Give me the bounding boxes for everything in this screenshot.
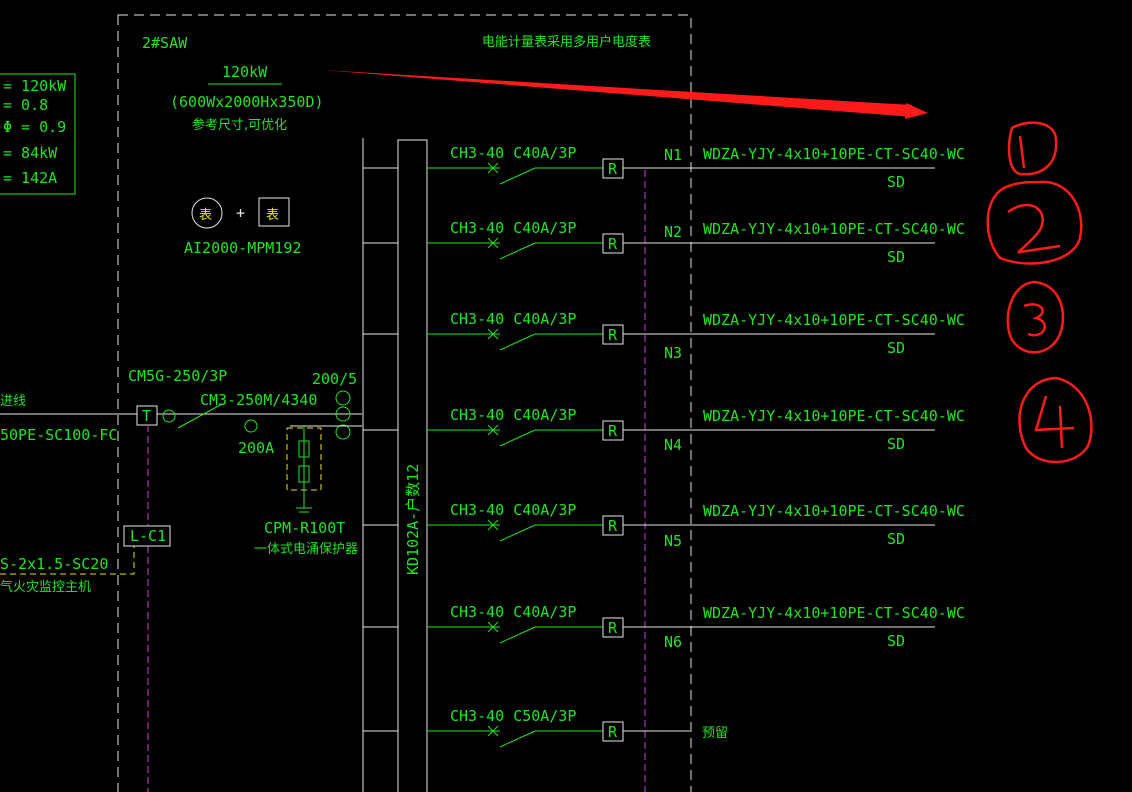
breaker-current: 200A (238, 439, 274, 457)
markup-arrowhead-icon (905, 103, 928, 119)
circuit-breaker-model: CH3-40 C50A/3P (450, 707, 576, 725)
calc-line-1: = 120kW (3, 77, 67, 95)
annotation-1 (1007, 121, 1058, 176)
breaker-blade (499, 167, 536, 185)
circuit-lay: SD (887, 339, 905, 357)
breaker-blade (499, 730, 536, 748)
calc-line-2: = 0.8 (3, 96, 48, 114)
circuit-breaker-model: CH3-40 C40A/3P (450, 310, 576, 328)
annotation-2 (986, 180, 1083, 265)
circuit-cable: WDZA-YJY-4x10+10PE-CT-SC40-WC (703, 502, 965, 520)
circuit-breaker-model: CH3-40 C40A/3P (450, 219, 576, 237)
panel-border (117, 14, 692, 792)
ct-icon-3 (335, 424, 351, 440)
circuit-cable: WDZA-YJY-4x10+10PE-CT-SC40-WC (703, 220, 965, 238)
circuit-cable: WDZA-YJY-4x10+10PE-CT-SC40-WC (703, 311, 965, 329)
meter-circle-icon (191, 197, 223, 229)
busbar-label: KD102A-户数12 (404, 464, 422, 575)
t-box (136, 405, 158, 426)
meter-glyph-1: 表 (199, 208, 212, 223)
annotation-4 (1018, 376, 1093, 464)
meter-note: 电能计量表采用多用户电度表 (482, 34, 651, 50)
r-box-label: R (608, 517, 618, 535)
markup-arrow (322, 70, 912, 117)
circuit-breaker-model: CH3-40 C40A/3P (450, 144, 576, 162)
circuit-id: N5 (664, 532, 682, 550)
spd-fuse-icon (298, 440, 310, 458)
circuit-id: N4 (664, 436, 682, 454)
lc-box (123, 525, 171, 547)
spd-note: 一体式电涌保护器 (254, 542, 358, 557)
spd-arrester-icon (298, 465, 310, 483)
r-box-label: R (608, 422, 618, 440)
calc-line-5: = 142A (3, 169, 57, 187)
busbar (397, 139, 428, 792)
circuit-lay: SD (887, 248, 905, 266)
load-calc-box (0, 73, 76, 195)
fire-cable: S-2x1.5-SC20 (0, 555, 108, 573)
ct-icon-1 (335, 390, 351, 406)
t-box-label: T (142, 407, 151, 425)
circuit-cable: WDZA-YJY-4x10+10PE-CT-SC40-WC (703, 604, 965, 622)
circuit-lay: SD (887, 632, 905, 650)
fire-note: 气火灾监控主机 (0, 579, 91, 595)
panel-size: (600Wx2000Hx350D) (170, 93, 324, 111)
main-breaker-model: CM5G-250/3P (128, 367, 227, 385)
ct-icon-2 (335, 406, 351, 422)
circuit-breaker-model: CH3-40 C40A/3P (450, 406, 576, 424)
circuit-lay: SD (887, 530, 905, 548)
incoming-cable: 50PE-SC100-FC (0, 426, 117, 444)
contact-icon (162, 409, 176, 423)
circuit-id: N3 (664, 344, 682, 362)
breaker-blade (499, 333, 536, 351)
breaker-blade (499, 626, 536, 644)
r-box-label: R (608, 160, 618, 178)
r-box-label: R (608, 235, 618, 253)
meter-plus: + (236, 204, 245, 222)
circuit-breaker-model: CH3-40 C40A/3P (450, 603, 576, 621)
breaker-blade (499, 429, 536, 447)
circuit-breaker-model: CH3-40 C40A/3P (450, 501, 576, 519)
circuit-id: N2 (664, 223, 682, 241)
panel-size-note: 参考尺寸,可优化 (192, 117, 287, 133)
panel-name: 2#SAW (142, 34, 188, 52)
circuit-id: N6 (664, 633, 682, 651)
annotation-3 (1006, 280, 1065, 354)
circuit-id: N1 (664, 146, 682, 164)
fuse-icon (244, 419, 258, 433)
meter-box-icon (258, 197, 290, 227)
spd-model: CPM-R100T (264, 519, 345, 537)
circuit-cable: WDZA-YJY-4x10+10PE-CT-SC40-WC (703, 145, 965, 163)
load-calc-lines: = 120kW = 0.8 Φ = 0.9 = 84kW = 142A (3, 77, 67, 187)
panel-power: 120kW (222, 63, 268, 81)
breaker-model: CM3-250M/4340 (200, 391, 317, 409)
r-box-label: R (608, 619, 618, 637)
fire-signal-wire (0, 546, 135, 575)
circuit-cable: WDZA-YJY-4x10+10PE-CT-SC40-WC (703, 407, 965, 425)
circuit-lay: SD (887, 435, 905, 453)
calc-line-3: Φ = 0.9 (3, 118, 66, 136)
incoming-label: 进线 (0, 394, 26, 409)
circuit-lay: SD (887, 173, 905, 191)
breaker-blade (499, 242, 536, 260)
ct-ratio: 200/5 (312, 370, 357, 388)
r-box-label: R (608, 326, 618, 344)
red-annotations (986, 121, 1093, 464)
main-switch-blade (177, 403, 223, 429)
breaker-blade (499, 524, 536, 542)
calc-line-4: = 84kW (3, 144, 58, 162)
circuit-reserve: 预留 (702, 726, 728, 741)
meter-glyph-2: 表 (266, 208, 279, 223)
r-box-label: R (608, 723, 618, 741)
meter-model: AI2000-MPM192 (184, 239, 301, 257)
lc-box-label: L-C1 (130, 527, 166, 545)
